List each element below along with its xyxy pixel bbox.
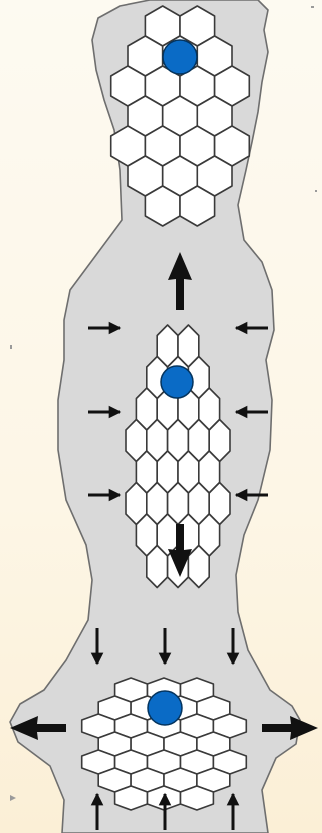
hexagon-icon xyxy=(146,544,169,589)
circle-icon xyxy=(160,365,194,399)
arrow-icon xyxy=(168,252,192,310)
hexagon-icon xyxy=(179,185,216,227)
arrow-icon xyxy=(10,716,66,740)
hexagon-icon xyxy=(179,785,215,811)
circle-icon xyxy=(147,690,183,726)
top-cell-cluster xyxy=(109,5,251,227)
arrow-icon xyxy=(168,524,192,577)
hexagon-icon xyxy=(187,544,210,589)
arrow-icon xyxy=(262,716,318,740)
middle-cell-cluster xyxy=(125,324,231,589)
hexagon-icon xyxy=(113,785,149,811)
circle-icon xyxy=(162,39,198,75)
page-specks xyxy=(10,6,317,801)
middle-force-arrows xyxy=(88,252,268,577)
bottom-force-arrows xyxy=(10,628,318,830)
